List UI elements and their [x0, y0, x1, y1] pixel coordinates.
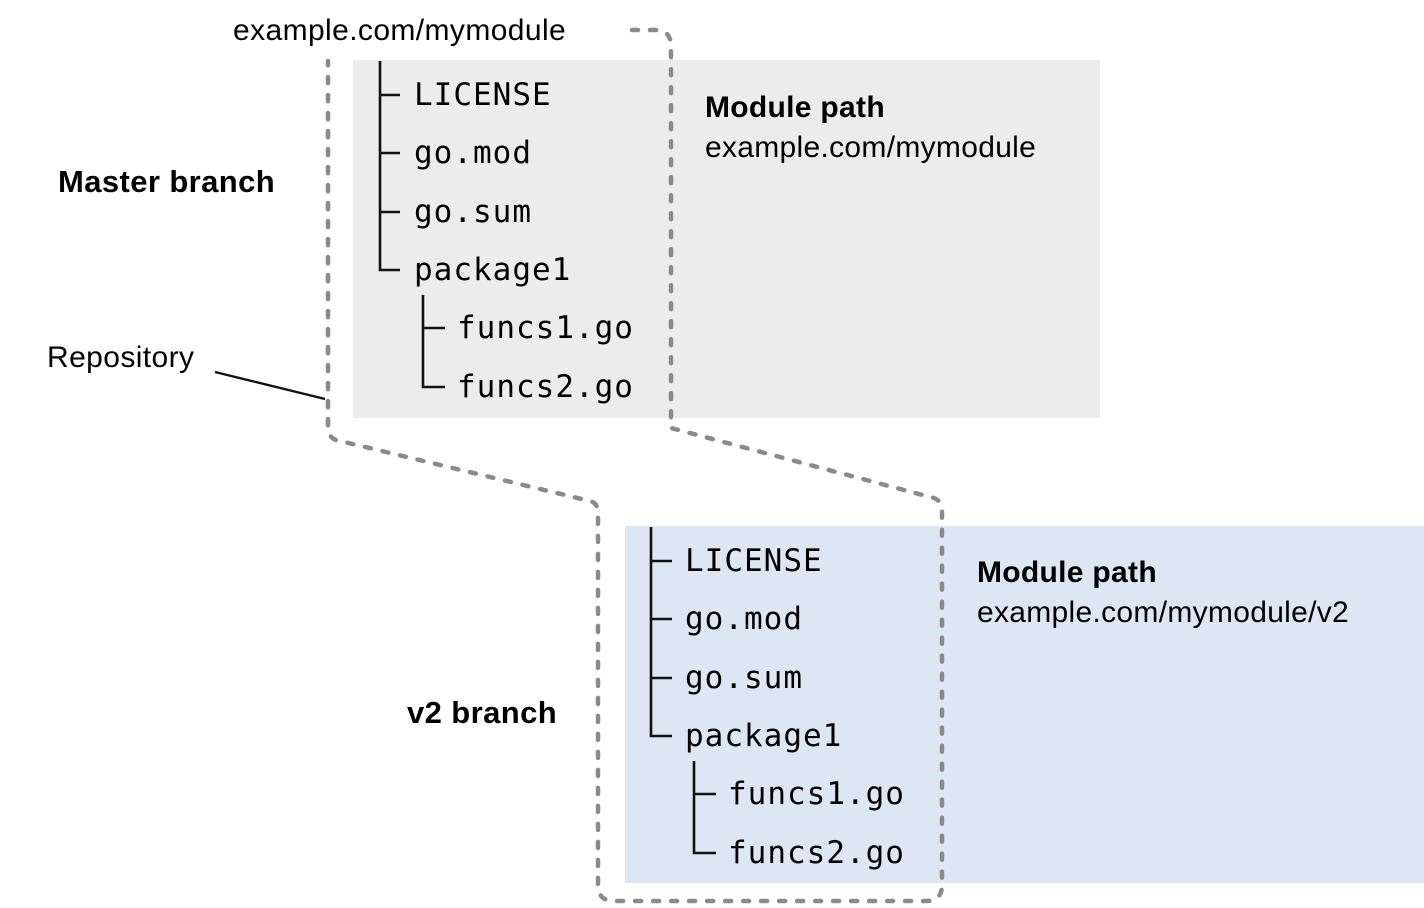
v2-tree-item-funcs1-go: funcs1.go [728, 776, 905, 812]
v2-tree-item-go-mod: go.mod [685, 601, 803, 637]
v2-module-path: Module path example.com/mymodule/v2 [977, 553, 1349, 633]
master-tree-item-license: LICENSE [414, 77, 552, 113]
v2-module-path-value: example.com/mymodule/v2 [977, 596, 1350, 629]
v2-module-path-title: Module path [977, 556, 1157, 589]
v2-branch-label: v2 branch [407, 695, 558, 730]
master-module-path-value: example.com/mymodule [705, 131, 1037, 164]
repo-url-label: example.com/mymodule [233, 14, 567, 47]
master-tree-item-go-sum: go.sum [414, 194, 532, 230]
master-module-path-title: Module path [705, 91, 885, 124]
v2-tree-item-go-sum: go.sum [685, 660, 803, 696]
master-module-path: Module path example.com/mymodule [705, 88, 1036, 168]
master-tree-item-package1: package1 [414, 252, 572, 288]
repository-pointer-line [214, 370, 326, 401]
v2-tree-item-funcs2-go: funcs2.go [728, 835, 905, 871]
master-tree-item-funcs1-go: funcs1.go [457, 310, 634, 346]
v2-tree-item-license: LICENSE [685, 543, 823, 579]
v2-tree-item-package1: package1 [685, 718, 843, 754]
master-tree-item-go-mod: go.mod [414, 135, 532, 171]
repository-label: Repository [47, 341, 195, 374]
master-branch-label: Master branch [58, 164, 276, 199]
master-tree-item-funcs2-go: funcs2.go [457, 369, 634, 405]
